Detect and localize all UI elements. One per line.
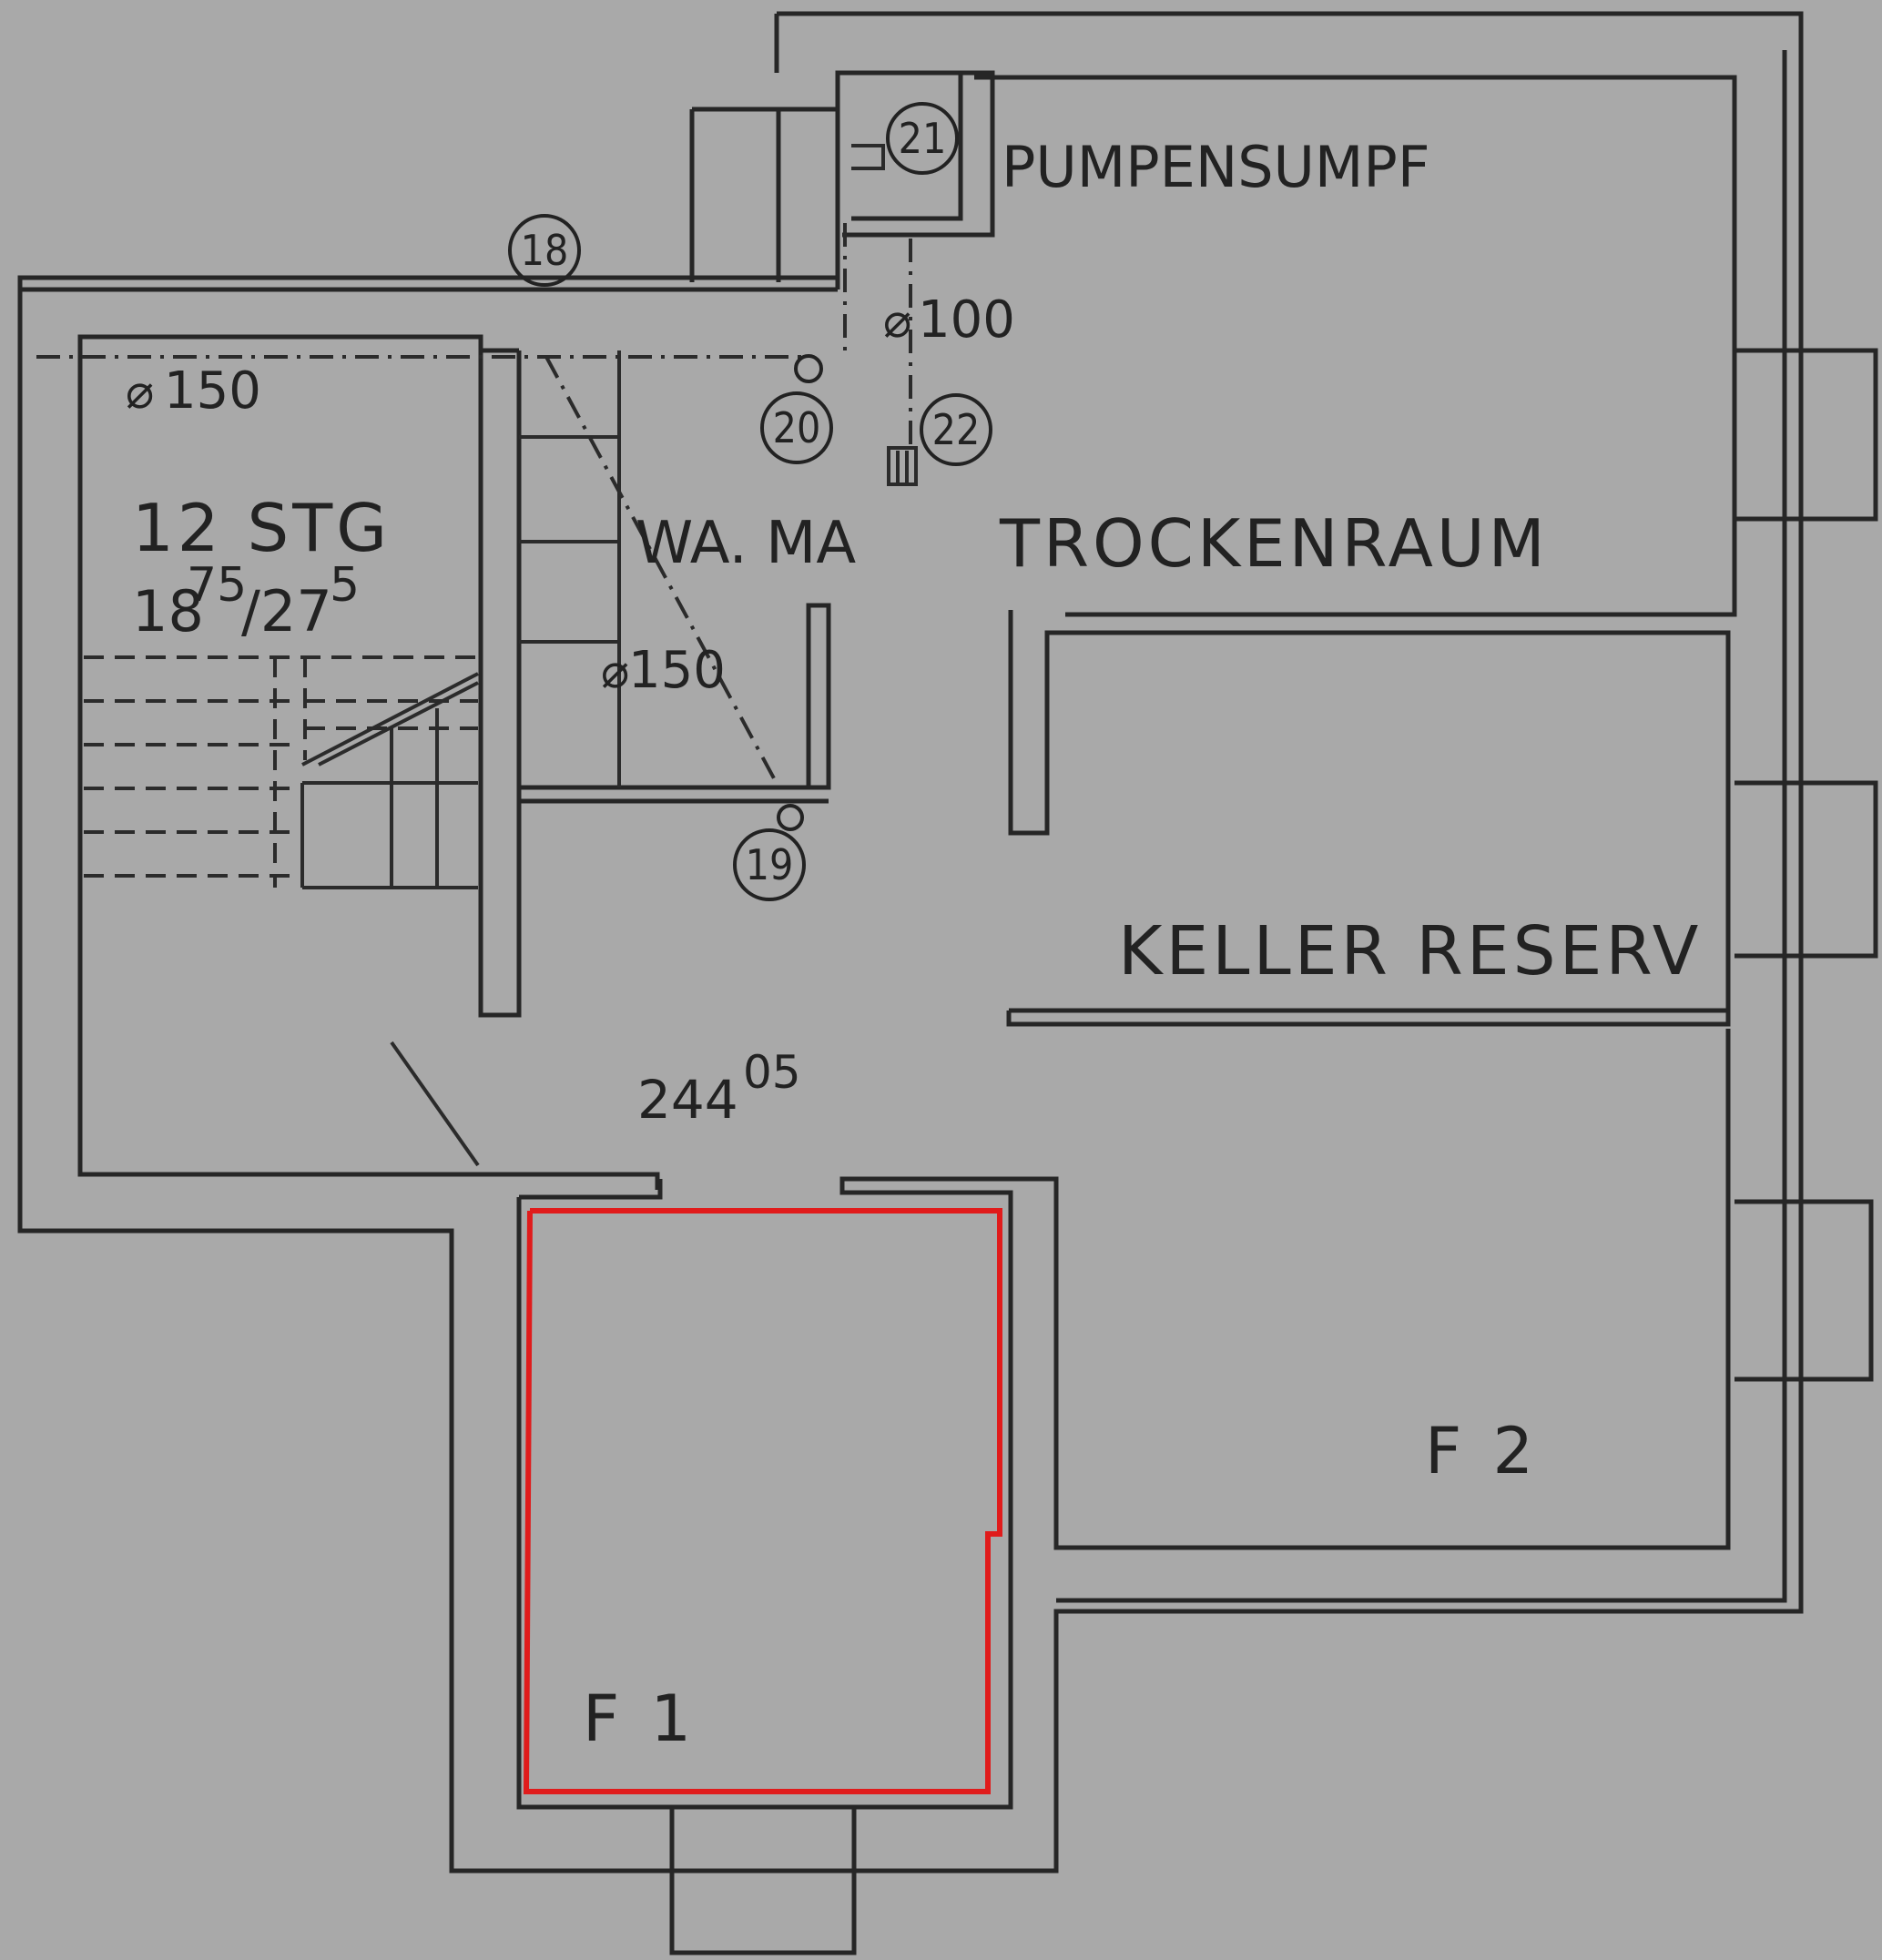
marker-18: 18	[508, 214, 581, 287]
marker-21-label: 21	[899, 114, 947, 163]
marker-18-label: 18	[521, 226, 569, 275]
room-label-f2: F 2	[1425, 1414, 1539, 1488]
marker-20: 20	[760, 391, 833, 464]
walls	[17, 11, 1878, 1955]
room-label-pumpensumpf: PUMPENSUMPF	[1002, 134, 1429, 200]
stair-dims-main2: /27	[241, 578, 332, 645]
marker-20-label: 20	[773, 403, 821, 452]
room-f1-highlight	[523, 1208, 1002, 1794]
marker-22: 22	[920, 393, 992, 466]
level-main: 244	[637, 1069, 738, 1131]
marker-21: 21	[886, 102, 959, 175]
level-sup: 05	[743, 1046, 801, 1099]
pipe-size-c: 100	[918, 290, 1015, 350]
marker-22-label: 22	[932, 405, 981, 454]
stair-dims-sup1: 75	[187, 558, 247, 613]
pipe-label-150-wama: ⌀ 150	[601, 641, 726, 700]
pipe-size-a: 150	[164, 361, 261, 421]
stair-drawing	[84, 350, 621, 1167]
diameter-symbol-a: ⌀	[126, 365, 154, 420]
pipe-lines	[36, 144, 918, 831]
pipe-size-b: 150	[628, 641, 726, 700]
room-label-f1: F 1	[583, 1681, 697, 1756]
stair-dims-sup2: 5	[330, 558, 360, 613]
marker-19-label: 19	[746, 840, 794, 889]
room-label-wama: WA. MA	[636, 510, 856, 577]
level-label: 244 05	[637, 1046, 801, 1131]
stair-count-label: 12 STG	[132, 490, 391, 566]
pipe-label-150-top: ⌀ 150	[126, 361, 261, 421]
room-label-trockenraum: TROCKENRAUM	[999, 505, 1549, 582]
marker-19: 19	[733, 828, 806, 901]
stair-dims-main1: 18	[132, 578, 204, 645]
room-label-keller-reserv: KELLER RESERV	[1118, 912, 1702, 990]
diameter-symbol-c: ⌀	[883, 294, 911, 349]
pipe-label-100: ⌀ 100	[883, 290, 1015, 350]
diameter-symbol-b: ⌀	[601, 645, 629, 699]
stair-dimensions-label: 18 75 /27 5	[132, 558, 360, 645]
